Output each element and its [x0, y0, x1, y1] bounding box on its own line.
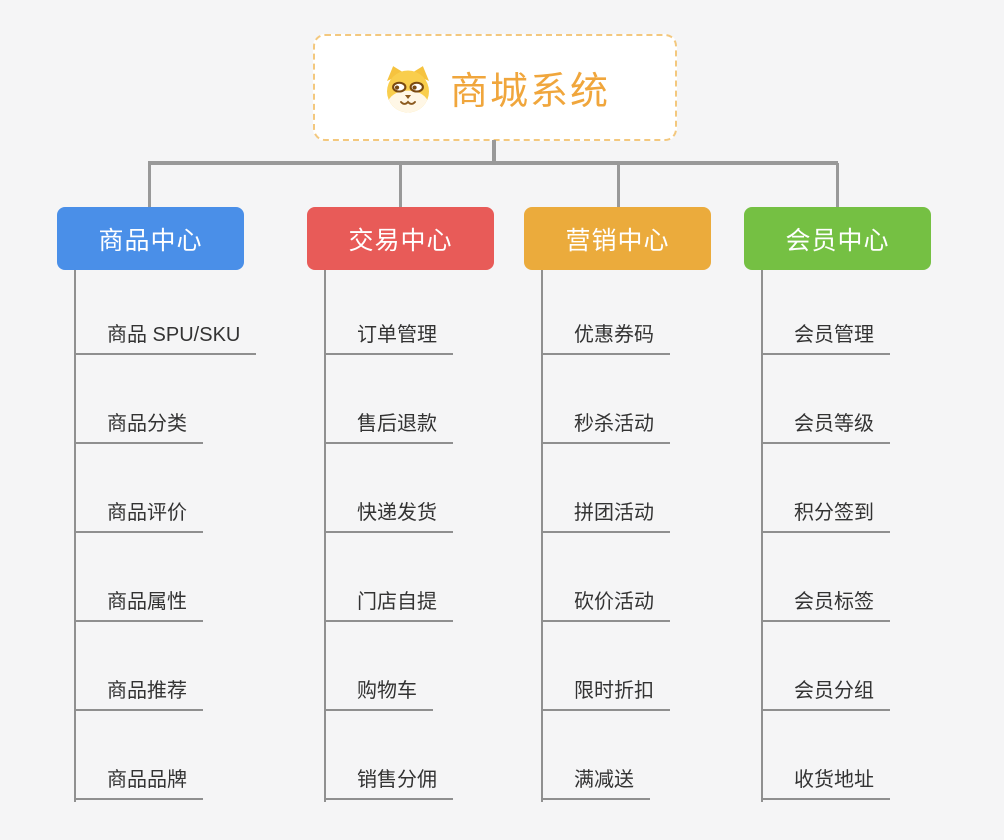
branch-label: 商品中心 [98, 226, 203, 255]
leaf-node[interactable]: 快递发货 [324, 444, 554, 533]
leaf-node[interactable]: 会员标签 [761, 533, 991, 622]
leaf-node[interactable]: 商品 SPU/SKU [74, 266, 304, 355]
root-title: 商城系统 [449, 71, 610, 113]
branch-node-member-center[interactable]: 会员中心 [744, 207, 931, 270]
leaf-column-product-center: 商品 SPU/SKU 商品分类 商品评价 商品属性 商品推荐 商品品牌 [74, 266, 304, 800]
branch-label: 营销中心 [565, 226, 670, 255]
leaf-node[interactable]: 售后退款 [324, 355, 554, 444]
branch-node-marketing-center[interactable]: 营销中心 [524, 207, 711, 270]
branch-label: 交易中心 [348, 226, 453, 255]
leaf-node[interactable]: 购物车 [324, 622, 554, 711]
leaf-node[interactable]: 商品分类 [74, 355, 304, 444]
connector-drop-2 [399, 163, 402, 207]
leaf-node[interactable]: 满减送 [541, 711, 771, 800]
leaf-node[interactable]: 门店自提 [324, 533, 554, 622]
leaf-node[interactable]: 秒杀活动 [541, 355, 771, 444]
connector-drop-3 [617, 163, 620, 207]
leaf-node[interactable]: 限时折扣 [541, 622, 771, 711]
leaf-node[interactable]: 商品属性 [74, 533, 304, 622]
connector-root-stem [492, 140, 496, 163]
leaf-node[interactable]: 积分签到 [761, 444, 991, 533]
connector-leafline-2 [324, 270, 326, 802]
connector-leafline-3 [541, 270, 543, 802]
leaf-node[interactable]: 拼团活动 [541, 444, 771, 533]
leaf-node[interactable]: 收货地址 [761, 711, 991, 800]
leaf-node[interactable]: 订单管理 [324, 266, 554, 355]
connector-bus [148, 161, 838, 165]
leaf-node[interactable]: 会员分组 [761, 622, 991, 711]
leaf-column-member-center: 会员管理 会员等级 积分签到 会员标签 会员分组 收货地址 [761, 266, 991, 800]
leaf-node[interactable]: 销售分佣 [324, 711, 554, 800]
shiba-dog-icon [386, 65, 429, 112]
connector-leafline-4 [761, 270, 763, 802]
leaf-column-marketing-center: 优惠券码 秒杀活动 拼团活动 砍价活动 限时折扣 满减送 [541, 266, 771, 800]
leaf-node[interactable]: 会员管理 [761, 266, 991, 355]
leaf-node[interactable]: 商品推荐 [74, 622, 304, 711]
branch-label: 会员中心 [785, 226, 890, 255]
connector-drop-1 [148, 163, 151, 207]
leaf-node[interactable]: 砍价活动 [541, 533, 771, 622]
connector-leafline-1 [74, 270, 76, 802]
branch-node-product-center[interactable]: 商品中心 [57, 207, 244, 270]
leaf-column-trade-center: 订单管理 售后退款 快递发货 门店自提 购物车 销售分佣 [324, 266, 554, 800]
leaf-node[interactable]: 会员等级 [761, 355, 991, 444]
connector-drop-4 [836, 163, 839, 207]
leaf-node[interactable]: 商品评价 [74, 444, 304, 533]
leaf-node[interactable]: 优惠券码 [541, 266, 771, 355]
leaf-node[interactable]: 商品品牌 [74, 711, 304, 800]
branch-node-trade-center[interactable]: 交易中心 [307, 207, 494, 270]
root-node[interactable]: 商城系统 [313, 34, 677, 141]
